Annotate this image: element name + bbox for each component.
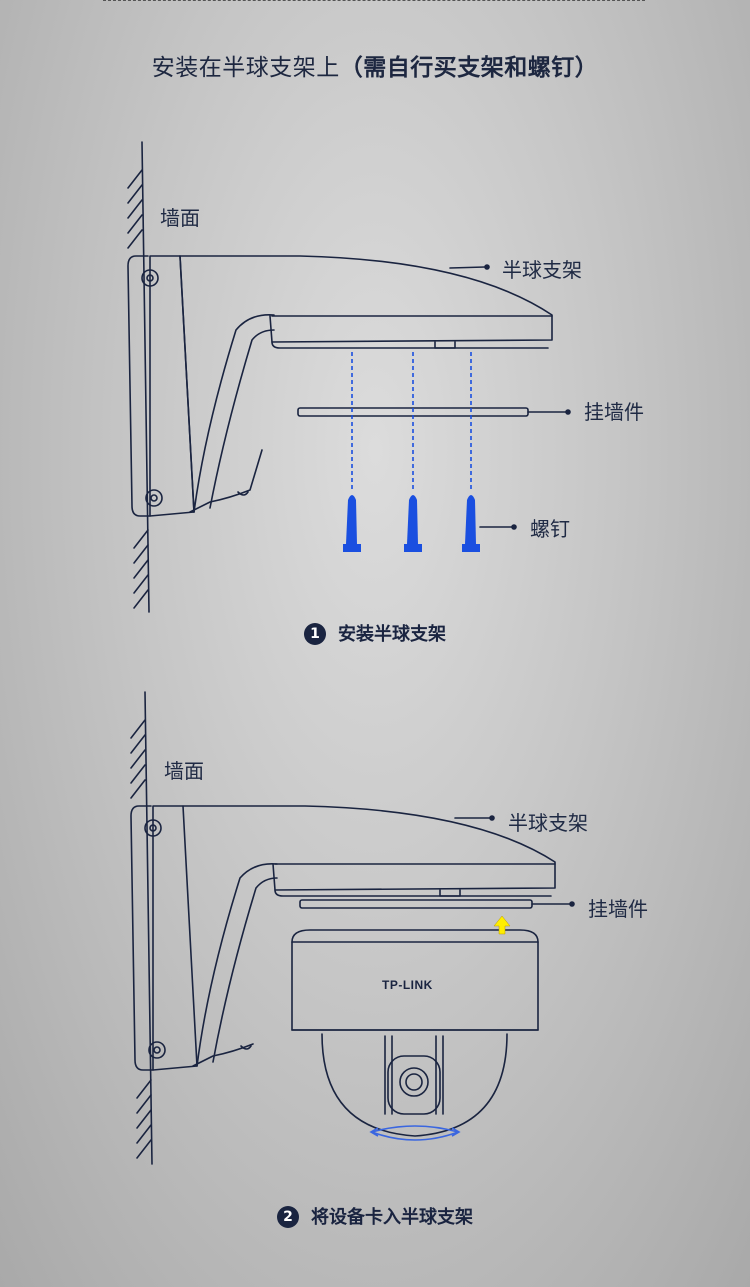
camera-dome — [321, 1033, 508, 1137]
title-paren: （需自行买支架和螺钉） — [339, 55, 599, 81]
bracket-arm — [182, 805, 556, 891]
step-2: 2 将设备卡入半球支架 — [0, 1203, 750, 1229]
label-wall: 墙面 — [164, 759, 204, 783]
screw-guides — [351, 352, 472, 492]
step-label: 将设备卡入半球支架 — [311, 1207, 473, 1228]
diagram-install-bracket: 墙面 半球支架 挂墙件 螺钉 — [0, 130, 750, 620]
rotate-arrow — [369, 1125, 461, 1141]
step-number-badge: 2 — [277, 1206, 299, 1228]
label-screw: 螺钉 — [530, 517, 570, 541]
camera-attach-illustration — [130, 691, 575, 1165]
label-mount: 挂墙件 — [584, 400, 644, 424]
title-main: 安装在半球支架上 — [151, 55, 340, 81]
camera-brand-logo: TP-LINK — [382, 978, 433, 992]
wall-hatch — [130, 719, 152, 1159]
top-dashed-divider — [103, 0, 645, 1]
bracket-install-illustration — [127, 141, 571, 613]
label-mount: 挂墙件 — [588, 897, 648, 921]
step-label: 安装半球支架 — [338, 624, 446, 645]
wall-mount-plate — [299, 899, 533, 909]
label-wall: 墙面 — [160, 206, 200, 230]
bracket-arm — [179, 255, 553, 343]
wall-line — [141, 141, 150, 613]
label-bracket: 半球支架 — [502, 258, 582, 282]
step-number-badge: 1 — [304, 623, 326, 645]
wall-line — [144, 691, 153, 1165]
bracket-back-plate — [127, 255, 151, 517]
label-bracket: 半球支架 — [508, 811, 588, 835]
screws — [343, 495, 480, 552]
step-1: 1 安装半球支架 — [0, 620, 750, 646]
up-arrow — [493, 915, 511, 935]
wall-hatch — [127, 169, 149, 609]
page-title: 安装在半球支架上（需自行买支架和螺钉） — [0, 48, 750, 82]
diagram-attach-camera: 墙面 半球支架 挂墙件 TP-LINK — [0, 680, 750, 1180]
